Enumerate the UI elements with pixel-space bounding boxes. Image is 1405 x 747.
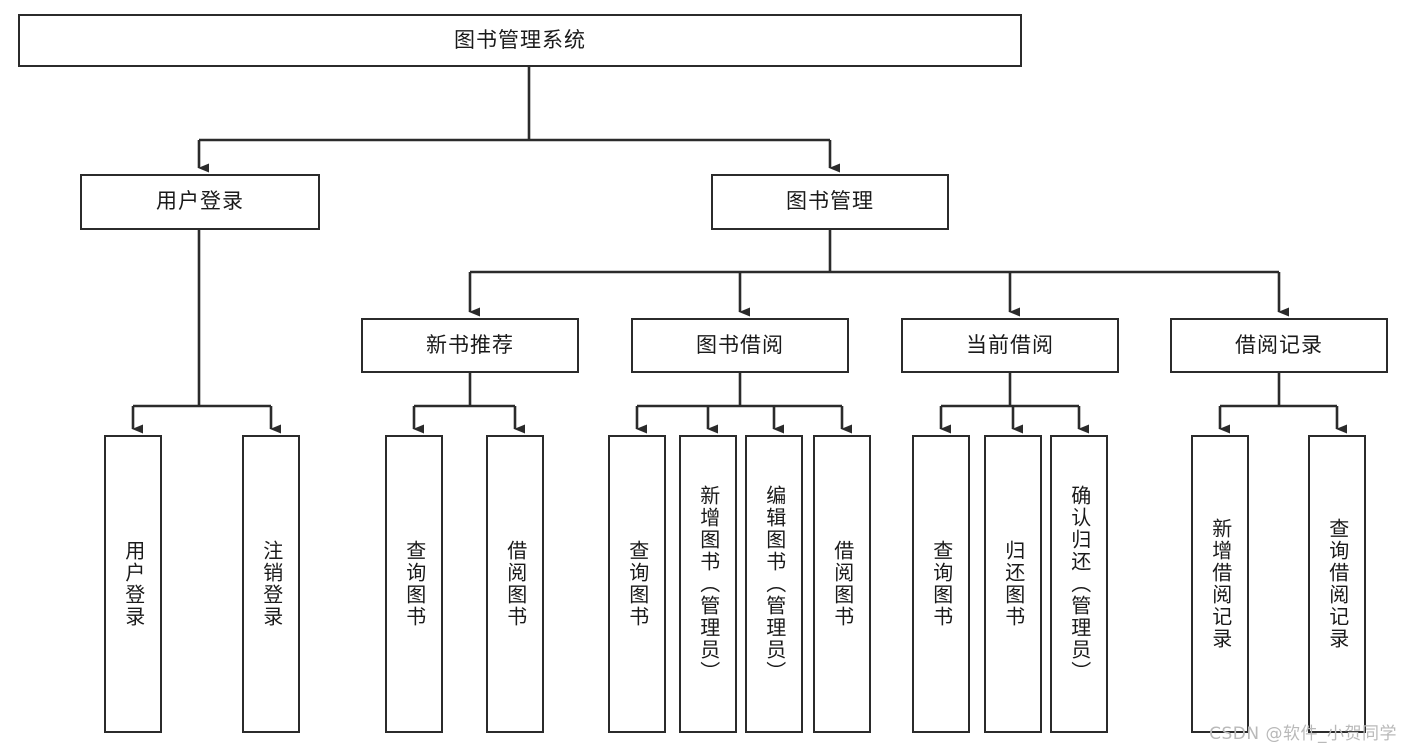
- node-book-manage-label: 图书管理: [786, 189, 874, 214]
- node-leaf-query-book-1[interactable]: 查询图书: [385, 435, 443, 733]
- node-leaf-query-record[interactable]: 查询借阅记录: [1308, 435, 1366, 733]
- node-leaf-confirm-return[interactable]: 确认归还（管理员）: [1050, 435, 1108, 733]
- node-leaf-borrow-book-2[interactable]: 借阅图书: [813, 435, 871, 733]
- node-leaf-user-logout-label: 注销登录: [259, 540, 284, 628]
- edges-book-borrow-to-leaves: [635, 373, 852, 434]
- node-user-login[interactable]: 用户登录: [80, 174, 320, 230]
- node-leaf-query-book-3[interactable]: 查询图书: [912, 435, 970, 733]
- node-leaf-return-book[interactable]: 归还图书: [984, 435, 1042, 733]
- edges-root-to-level2: [197, 67, 840, 173]
- node-book-borrow[interactable]: 图书借阅: [631, 318, 849, 373]
- node-book-manage[interactable]: 图书管理: [711, 174, 949, 230]
- csdn-watermark: CSDN @软件_小贺同学: [1209, 724, 1397, 744]
- node-root[interactable]: 图书管理系统: [18, 14, 1022, 67]
- node-leaf-query-book-2[interactable]: 查询图书: [608, 435, 666, 733]
- node-book-borrow-label: 图书借阅: [696, 332, 784, 357]
- node-current-borrow[interactable]: 当前借阅: [901, 318, 1119, 373]
- node-leaf-query-book-1-label: 查询图书: [402, 540, 427, 628]
- node-leaf-return-book-label: 归还图书: [1001, 540, 1026, 628]
- node-root-label: 图书管理系统: [454, 27, 586, 52]
- node-new-book-rec-label: 新书推荐: [426, 332, 514, 357]
- edges-user-login-to-leaves: [131, 230, 281, 434]
- node-leaf-user-logout[interactable]: 注销登录: [242, 435, 300, 733]
- node-user-login-label: 用户登录: [156, 189, 244, 214]
- node-leaf-query-book-2-label: 查询图书: [625, 540, 650, 628]
- node-borrow-record-label: 借阅记录: [1235, 332, 1323, 357]
- node-leaf-query-book-3-label: 查询图书: [929, 540, 954, 628]
- node-leaf-confirm-return-label: 确认归还（管理员）: [1067, 485, 1092, 683]
- node-leaf-add-record[interactable]: 新增借阅记录: [1191, 435, 1249, 733]
- node-current-borrow-label: 当前借阅: [966, 332, 1054, 357]
- node-leaf-add-book-label: 新增图书（管理员）: [696, 485, 721, 683]
- node-leaf-query-record-label: 查询借阅记录: [1325, 518, 1350, 650]
- edges-new-book-rec-to-leaves: [412, 373, 525, 434]
- node-leaf-user-login[interactable]: 用户登录: [104, 435, 162, 733]
- node-leaf-add-book[interactable]: 新增图书（管理员）: [679, 435, 737, 733]
- node-leaf-borrow-book-1-label: 借阅图书: [503, 540, 528, 628]
- edges-borrow-record-to-leaves: [1218, 373, 1347, 434]
- edges-current-borrow-to-leaves: [939, 373, 1089, 434]
- node-leaf-borrow-book-2-label: 借阅图书: [830, 540, 855, 628]
- node-new-book-rec[interactable]: 新书推荐: [361, 318, 579, 373]
- node-borrow-record[interactable]: 借阅记录: [1170, 318, 1388, 373]
- node-leaf-borrow-book-1[interactable]: 借阅图书: [486, 435, 544, 733]
- node-leaf-edit-book[interactable]: 编辑图书（管理员）: [745, 435, 803, 733]
- node-leaf-user-login-label: 用户登录: [121, 540, 146, 628]
- node-leaf-add-record-label: 新增借阅记录: [1208, 518, 1233, 650]
- node-leaf-edit-book-label: 编辑图书（管理员）: [762, 485, 787, 683]
- edges-book-manage-to-level3: [468, 230, 1289, 317]
